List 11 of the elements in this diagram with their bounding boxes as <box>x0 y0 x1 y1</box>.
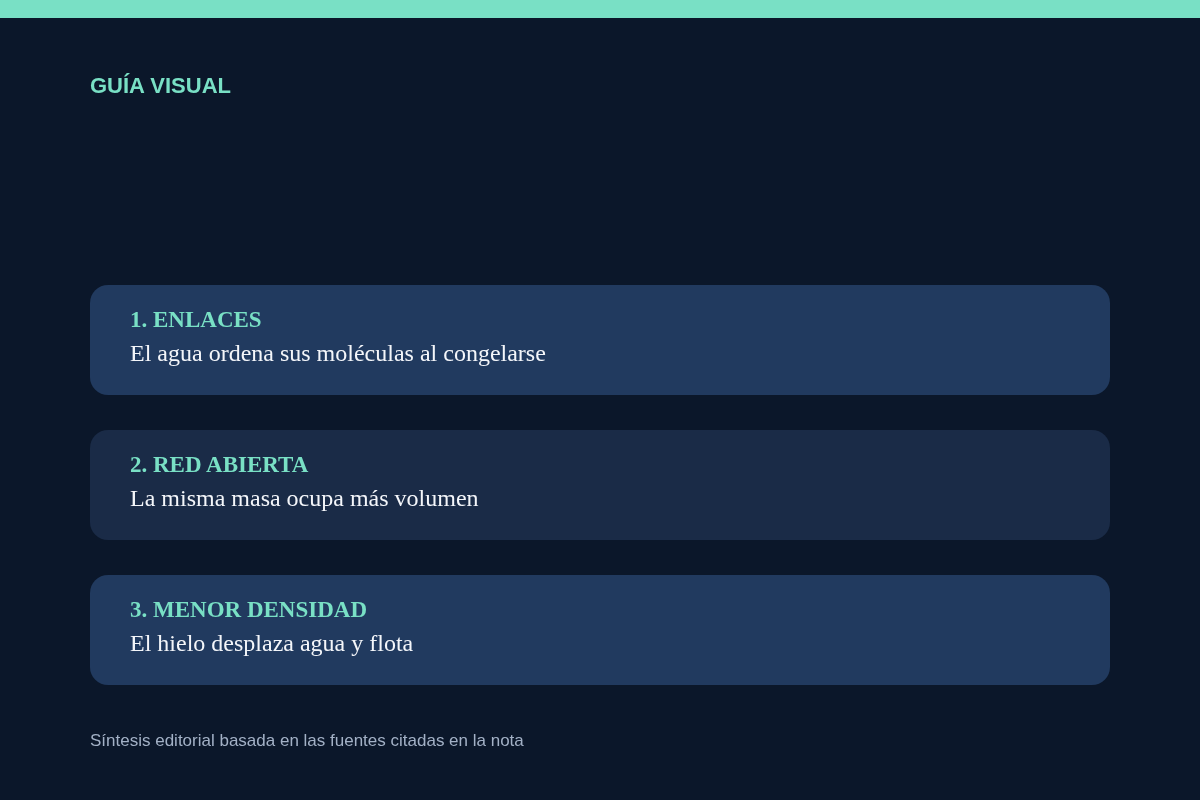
step-heading: 3. MENOR DENSIDAD <box>130 596 368 624</box>
step-card <box>90 430 1110 540</box>
source-note: Síntesis editorial basada en las fuentes citadas en la nota <box>90 730 524 752</box>
step-description: La misma masa ocupa más volumen <box>130 484 479 513</box>
step-description: El agua ordena sus moléculas al congelarse <box>130 339 546 368</box>
step-heading: 2. RED ABIERTA <box>130 451 309 479</box>
step-description: El hielo desplaza agua y flota <box>130 629 414 658</box>
step-card <box>90 575 1110 685</box>
page-title: GUÍA VISUAL <box>90 73 231 99</box>
step-heading: 1. ENLACES <box>130 306 262 334</box>
step-card <box>90 285 1110 395</box>
